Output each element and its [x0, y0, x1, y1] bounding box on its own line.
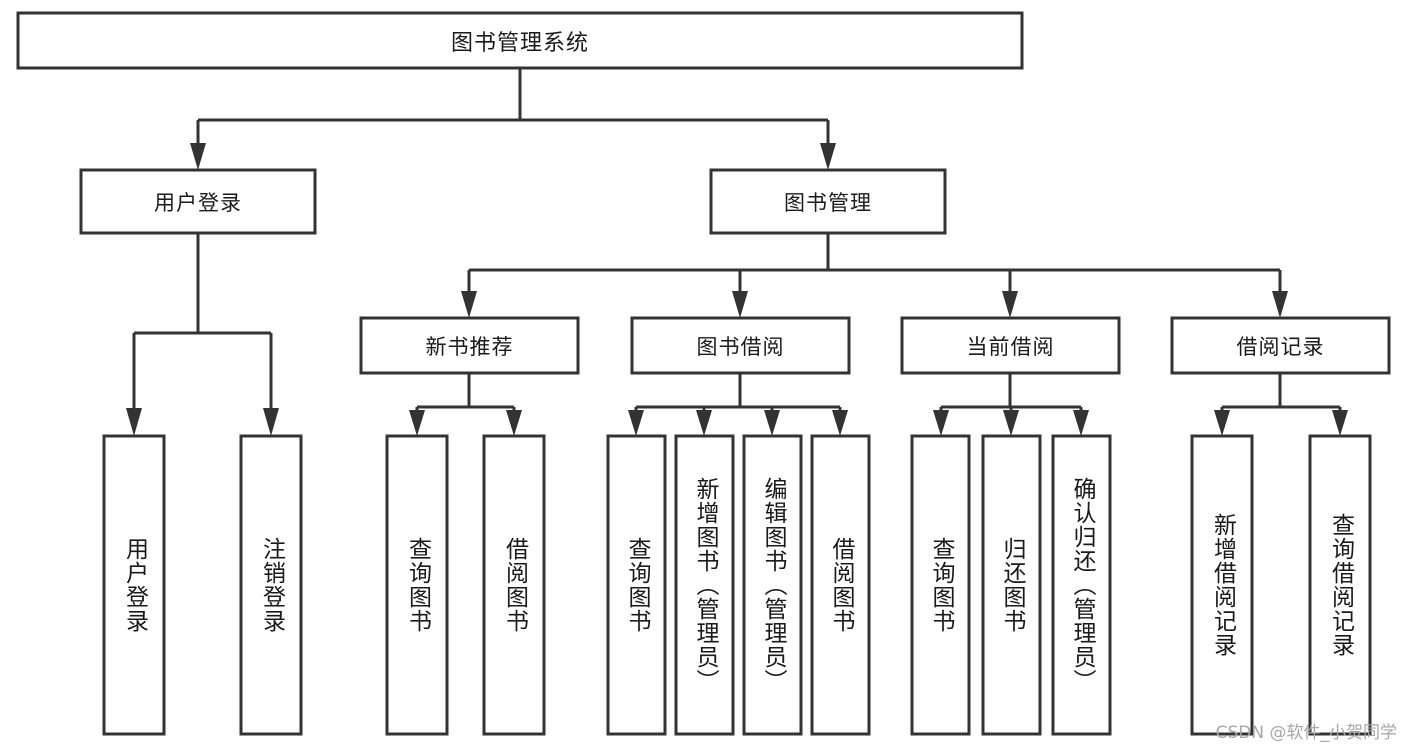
node-box-user-login[interactable] — [79, 168, 317, 235]
arrow-head-leaf-return-book — [1003, 410, 1019, 436]
arrow-head-current-borrow — [1002, 291, 1018, 318]
connector-group-user-login — [126, 233, 279, 436]
node-box-leaf-query-book-cb[interactable] — [910, 434, 971, 736]
connector-group-borrow-record — [1214, 373, 1348, 436]
connector-group-new-book-recommend — [409, 373, 522, 436]
node-box-book-borrow[interactable] — [630, 316, 851, 375]
node-box-current-borrow[interactable] — [900, 316, 1121, 375]
node-box-new-book-recommend[interactable] — [359, 316, 580, 375]
connector-group-current-borrow — [933, 373, 1089, 436]
node-box-leaf-query-borrow-record[interactable] — [1308, 434, 1372, 736]
node-box-leaf-logout[interactable] — [239, 434, 303, 736]
arrow-head-leaf-query-book-cb — [933, 410, 949, 436]
arrow-head-book-manage — [820, 143, 836, 170]
node-box-leaf-borrow-book-bb[interactable] — [810, 434, 871, 736]
node-box-leaf-confirm-return[interactable] — [1051, 434, 1112, 736]
connector-group-book-manage — [461, 233, 1288, 318]
arrow-head-leaf-query-borrow-record — [1332, 410, 1348, 436]
arrow-head-leaf-confirm-return — [1073, 410, 1089, 436]
arrow-head-leaf-add-book — [696, 410, 712, 436]
arrow-head-book-borrow — [732, 291, 748, 318]
arrow-head-leaf-user-login — [126, 408, 142, 436]
arrow-head-leaf-borrow-book-nbr — [506, 410, 522, 436]
node-box-leaf-add-book[interactable] — [674, 434, 735, 736]
node-box-leaf-return-book[interactable] — [981, 434, 1042, 736]
arrow-head-leaf-logout — [263, 408, 279, 436]
arrow-head-leaf-add-borrow-record — [1214, 410, 1230, 436]
node-box-leaf-user-login[interactable] — [102, 434, 166, 736]
node-box-borrow-record[interactable] — [1170, 316, 1391, 375]
node-box-root[interactable] — [16, 11, 1024, 70]
arrow-head-new-book-recommend — [461, 291, 477, 318]
node-box-leaf-query-book-nbr[interactable] — [385, 434, 449, 736]
arrow-head-borrow-record — [1272, 291, 1288, 318]
node-box-leaf-query-book-bb[interactable] — [606, 434, 667, 736]
connector-group-root — [190, 68, 836, 170]
node-box-leaf-borrow-book-nbr[interactable] — [482, 434, 546, 736]
node-box-leaf-edit-book[interactable] — [742, 434, 803, 736]
arrow-head-leaf-borrow-book-bb — [832, 410, 848, 436]
node-box-leaf-add-borrow-record[interactable] — [1190, 434, 1254, 736]
arrow-head-leaf-query-book-bb — [628, 410, 644, 436]
arrow-head-leaf-query-book-nbr — [409, 410, 425, 436]
arrow-head-leaf-edit-book — [764, 410, 780, 436]
node-box-book-manage[interactable] — [709, 168, 947, 235]
arrow-head-user-login — [190, 143, 206, 170]
connector-group-book-borrow — [628, 373, 848, 436]
